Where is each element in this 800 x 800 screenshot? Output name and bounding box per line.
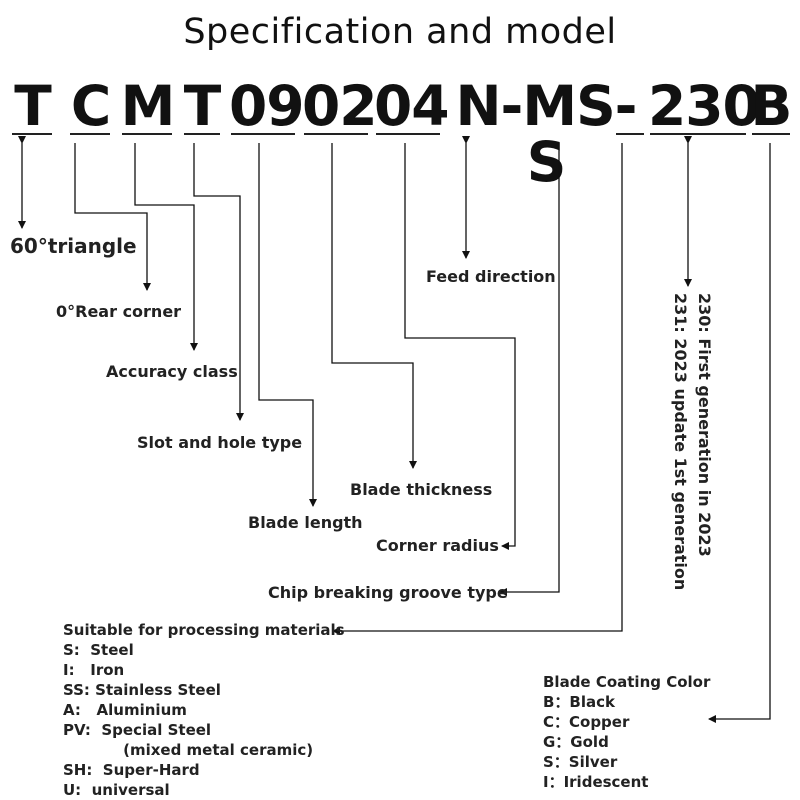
underline-thickness: [304, 133, 368, 135]
coating-item: G：Gold: [543, 733, 609, 751]
material-item: SH: Super-Hard: [63, 761, 200, 779]
connector-length: [258, 143, 317, 507]
code-segment-generation: 230: [648, 74, 761, 138]
connector-accuracy: [134, 143, 198, 351]
label-shape: 60°triangle: [10, 234, 137, 258]
coating-item: S：Silver: [543, 753, 618, 771]
material-item: SS: Stainless Steel: [63, 681, 221, 699]
connector-radius: [404, 143, 516, 550]
code-segment-accuracy: M: [120, 74, 176, 138]
label-slot-hole: Slot and hole type: [137, 433, 303, 452]
code-segment-coating: B: [750, 74, 793, 138]
code-segment-groove: N-MS-S: [455, 74, 637, 194]
label-generation-update: 231: 2023 update 1st generation: [671, 293, 690, 591]
label-blade-length: Blade length: [248, 513, 363, 532]
label-chip-breaking: Chip breaking groove type: [268, 583, 508, 602]
code-segment-shape: T: [14, 74, 52, 138]
code-segment-rear-corner: C: [70, 74, 111, 138]
underline-shape: [12, 133, 52, 135]
label-blade-thickness: Blade thickness: [350, 480, 493, 499]
page-title: Specification and model: [183, 12, 617, 52]
connector-slot-hole: [193, 143, 244, 421]
code-segment-slot-hole: T: [183, 74, 222, 138]
materials-heading: Suitable for processing materials: [63, 621, 345, 639]
underline-radius: [376, 133, 440, 135]
connector-thickness: [331, 143, 417, 469]
label-rear-corner: 0°Rear corner: [56, 302, 182, 321]
materials-block: Suitable for processing materials S: Ste…: [63, 620, 345, 800]
code-segment-length: 09: [229, 74, 305, 138]
underline-length: [231, 133, 295, 135]
material-item: PV: Special Steel: [63, 721, 212, 739]
connector-materials: [332, 143, 623, 635]
label-accuracy: Accuracy class: [106, 362, 238, 381]
material-item: S: Steel: [63, 641, 134, 659]
material-item: I: Iron: [63, 661, 125, 679]
code-segment-radius: 04: [374, 74, 450, 138]
label-feed-direction: Feed direction: [426, 267, 556, 286]
coating-item: B：Black: [543, 693, 615, 711]
material-item: U: universal: [63, 781, 170, 799]
coating-block: Blade Coating Color B：Black C：Copper G：G…: [543, 672, 710, 792]
label-corner-radius: Corner radius: [376, 536, 499, 555]
coating-item: C：Copper: [543, 713, 630, 731]
underline-coating: [752, 133, 790, 135]
underline-generation: [650, 133, 746, 135]
code-segment-thickness: 02: [302, 74, 378, 138]
coating-item: I：Iridescent: [543, 773, 649, 791]
connector-rear-corner: [74, 143, 151, 291]
underline-material: [616, 133, 644, 135]
underline-rear-corner: [70, 133, 110, 135]
connector-chip-breaking: [499, 143, 560, 596]
label-generation-first: 230: First generation in 2023: [695, 293, 714, 557]
underline-accuracy: [122, 133, 172, 135]
connector-coating: [708, 143, 771, 723]
underline-slot-hole: [184, 133, 220, 135]
material-item: A: Aluminium: [63, 701, 187, 719]
material-item: (mixed metal ceramic): [97, 741, 314, 759]
coating-heading: Blade Coating Color: [543, 673, 711, 691]
